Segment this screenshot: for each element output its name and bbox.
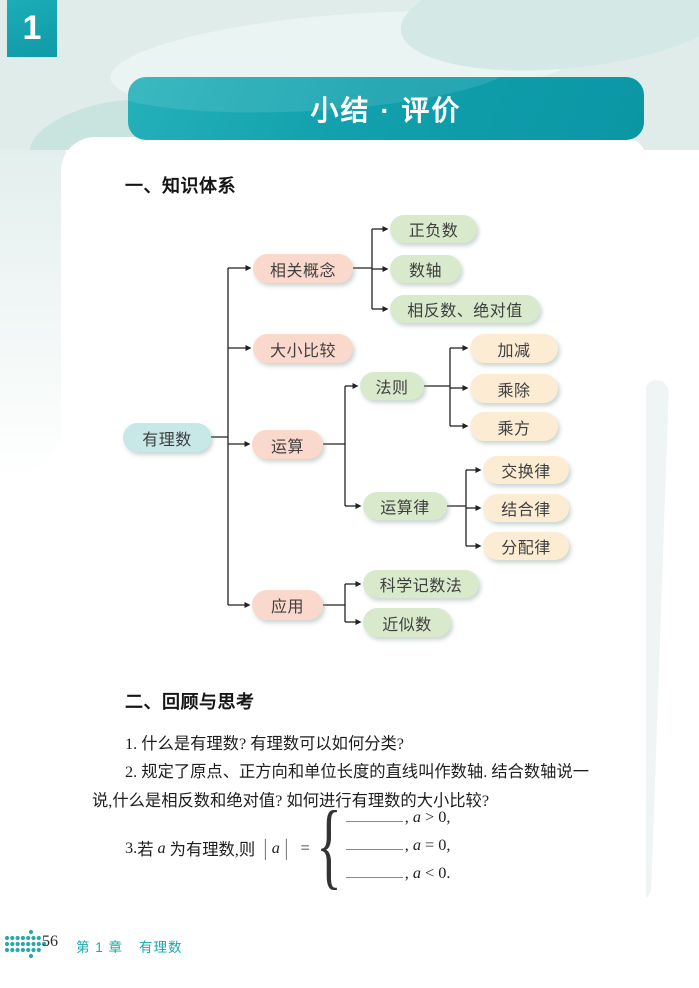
case-variable: a (412, 835, 421, 854)
q3-text-before: 若 (137, 840, 154, 859)
node-associative-law: 结合律 (483, 494, 569, 522)
q3-variable: a (157, 838, 166, 857)
node-opposite-absolute: 相反数、绝对值 (390, 295, 540, 323)
q3-text-after: 为有理数,则 (169, 840, 256, 859)
footer-chapter: 第 1 章 有理数 (76, 936, 183, 956)
chapter-number: 1 (22, 9, 42, 47)
node-operations: 运算 (252, 430, 323, 459)
abs-bar-right: | (284, 835, 288, 860)
case-zero: , a = 0, (345, 834, 451, 862)
answer-blank (345, 834, 403, 850)
node-size-comparison: 大小比较 (253, 334, 353, 363)
footer-dots-icon (5, 929, 47, 959)
node-applications: 应用 (252, 590, 323, 620)
node-number-line: 数轴 (390, 255, 461, 283)
wave-decoration (0, 150, 66, 480)
node-rational-numbers: 有理数 (123, 423, 211, 452)
knowledge-system-heading: 一、知识体系 (125, 176, 236, 196)
node-multiply-divide: 乘除 (470, 374, 558, 403)
content-card (61, 137, 646, 915)
review-question-1: 1. 什么是有理数? 有理数可以如何分类? (125, 734, 405, 754)
piecewise-cases: , a > 0, , a = 0, , a < 0. (345, 806, 451, 890)
abs-bar-left: | (264, 835, 267, 860)
review-heading: 二、回顾与思考 (125, 692, 255, 712)
node-operation-rules: 法则 (360, 372, 424, 400)
case-relation: > 0, (424, 807, 451, 826)
case-variable: a (412, 807, 421, 826)
node-scientific-notation: 科学记数法 (363, 570, 479, 598)
answer-blank (345, 862, 403, 878)
equals-sign: = (300, 838, 310, 857)
footer-chapter-label: 第 1 章 (76, 940, 124, 955)
case-variable: a (412, 863, 421, 882)
answer-blank (345, 806, 403, 822)
case-relation: < 0. (424, 863, 451, 882)
q3-number: 3. (125, 838, 138, 857)
node-operation-laws: 运算律 (363, 492, 447, 520)
chapter-number-tab: 1 (7, 0, 57, 57)
node-distributive-law: 分配律 (483, 532, 569, 560)
case-relation: = 0, (424, 835, 451, 854)
abs-variable: a (271, 838, 280, 857)
node-power: 乘方 (470, 412, 558, 441)
footer-chapter-name: 有理数 (139, 940, 183, 955)
case-comma: , (404, 807, 409, 826)
case-negative: , a < 0. (345, 862, 451, 890)
node-related-concepts: 相关概念 (253, 254, 353, 283)
review-question-2: 2. 规定了原点、正方向和单位长度的直线叫作数轴. 结合数轴说一说,什么是相反数… (92, 762, 590, 810)
absolute-value-expression: | a | (263, 835, 288, 861)
review-question-3: 3. 若 a 为有理数,则 | a | = { , a > 0, , (125, 791, 451, 898)
node-commutative-law: 交换律 (483, 456, 569, 484)
curly-brace: { (316, 791, 342, 898)
node-approximate-number: 近似数 (363, 608, 451, 637)
page-number: 56 (42, 933, 58, 950)
case-comma: , (404, 863, 409, 882)
banner-title: 小结 · 评价 (310, 94, 462, 126)
section-banner: 小结 · 评价 (128, 77, 644, 140)
node-positive-negative: 正负数 (390, 215, 477, 243)
case-comma: , (404, 835, 409, 854)
node-add-subtract: 加减 (470, 334, 558, 363)
case-positive: , a > 0, (345, 806, 451, 834)
